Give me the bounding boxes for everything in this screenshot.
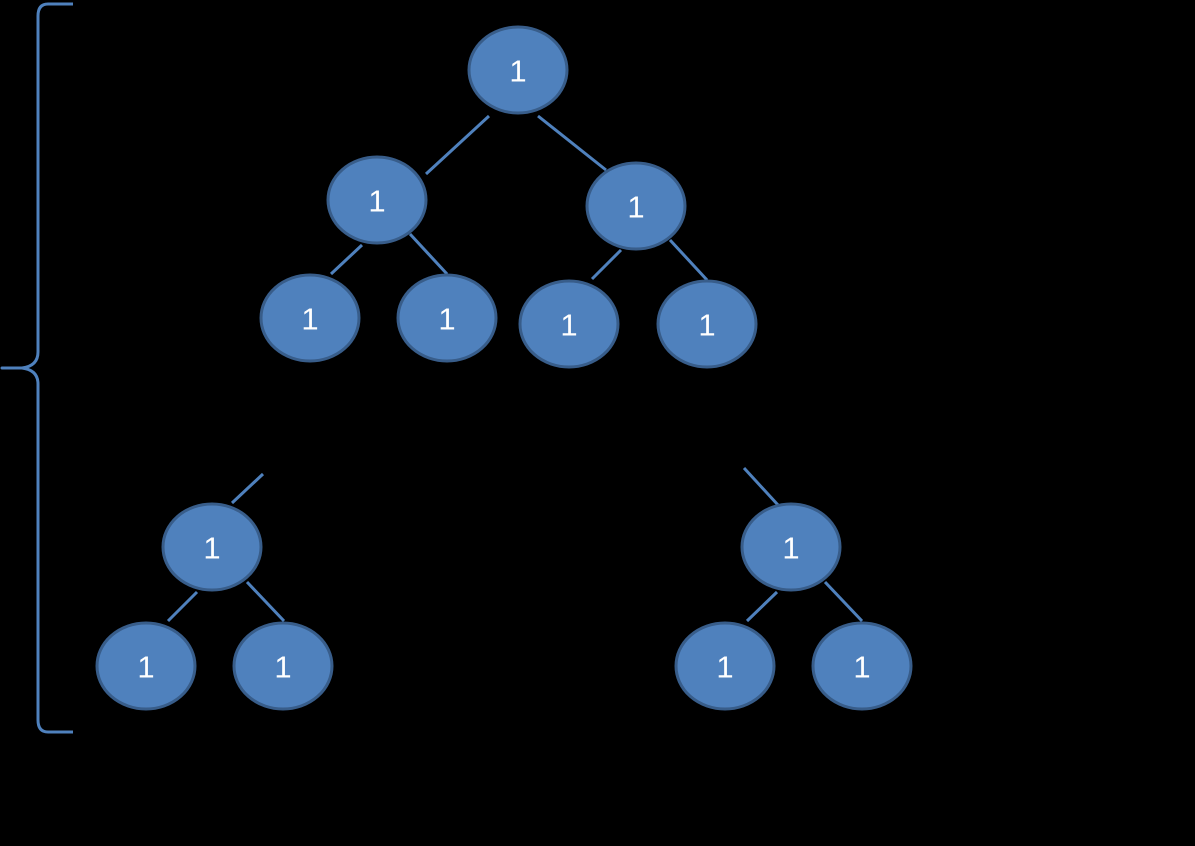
node-label: 1 <box>203 531 220 566</box>
edge-root-to-l <box>424 114 491 176</box>
edges-layer <box>166 114 864 623</box>
node-ellipse <box>740 502 842 592</box>
edge-r-to-rl <box>590 248 623 281</box>
tree-node-l: 1 <box>326 155 428 245</box>
tree-node-sub-left-root: 1 <box>161 502 263 592</box>
curly-brace <box>0 2 73 734</box>
edge-sub-right-root-to-sub-right-r <box>823 580 864 623</box>
tree-node-r: 1 <box>585 161 687 251</box>
node-label: 1 <box>853 650 870 685</box>
node-label: 1 <box>698 308 715 343</box>
tree-node-sub-left-l: 1 <box>95 621 197 711</box>
node-ellipse <box>95 621 197 711</box>
edge-sub-left-root-to-sub-left-l <box>166 590 199 623</box>
edge-dangling-sub-left-root <box>230 472 265 505</box>
tree-node-ll: 1 <box>259 273 361 363</box>
tree-node-rl: 1 <box>518 279 620 369</box>
edge-dangling-sub-right-root <box>742 466 780 507</box>
edge-l-to-lr <box>408 232 449 276</box>
tree-node-lr: 1 <box>396 273 498 363</box>
node-label: 1 <box>274 650 291 685</box>
node-label: 1 <box>627 190 644 225</box>
edge-r-to-rr <box>668 238 709 282</box>
node-ellipse <box>396 273 498 363</box>
node-ellipse <box>585 161 687 251</box>
node-ellipse <box>232 621 334 711</box>
node-label: 1 <box>137 650 154 685</box>
edge-l-to-ll <box>329 243 364 276</box>
node-label: 1 <box>368 184 385 219</box>
node-label: 1 <box>560 308 577 343</box>
node-ellipse <box>259 273 361 363</box>
node-ellipse <box>518 279 620 369</box>
node-label: 1 <box>438 302 455 337</box>
node-label: 1 <box>716 650 733 685</box>
nodes-layer: 1 1 1 1 1 1 1 1 1 1 1 1 1 <box>95 25 913 711</box>
node-label: 1 <box>301 302 318 337</box>
tree-node-sub-right-r: 1 <box>811 621 913 711</box>
node-label: 1 <box>509 54 526 89</box>
node-ellipse <box>811 621 913 711</box>
edge-sub-right-root-to-sub-right-l <box>745 590 779 623</box>
tree-node-rr: 1 <box>656 279 758 369</box>
node-ellipse <box>467 25 569 115</box>
node-ellipse <box>161 502 263 592</box>
edge-root-to-r <box>537 114 607 172</box>
tree-node-sub-right-root: 1 <box>740 502 842 592</box>
edge-sub-left-root-to-sub-left-r <box>245 580 286 623</box>
tree-node-sub-right-l: 1 <box>674 621 776 711</box>
node-ellipse <box>674 621 776 711</box>
node-ellipse <box>326 155 428 245</box>
tree-node-root: 1 <box>467 25 569 115</box>
tree-node-sub-left-r: 1 <box>232 621 334 711</box>
node-ellipse <box>656 279 758 369</box>
node-label: 1 <box>782 531 799 566</box>
